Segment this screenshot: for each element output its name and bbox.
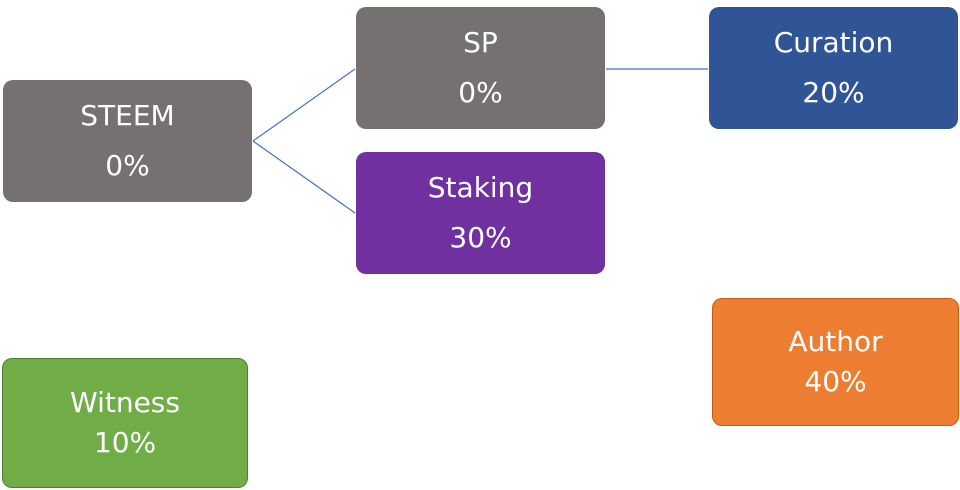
node-witness-value: 10% [93, 426, 157, 459]
node-curation-label: Curation [773, 26, 894, 59]
node-sp-value: 0% [458, 76, 503, 109]
edge-steem-sp [252, 68, 356, 142]
node-steem-value: 0% [105, 149, 150, 182]
node-author-value: 40% [804, 365, 867, 398]
node-sp: SP 0% [356, 7, 605, 129]
node-steem-label: STEEM [80, 99, 175, 132]
node-author-label: Author [788, 325, 883, 358]
node-curation: Curation 20% [709, 7, 958, 129]
node-author: Author 40% [712, 298, 959, 426]
node-staking-value: 30% [449, 221, 512, 254]
node-witness-label: Witness [70, 386, 180, 419]
node-staking-label: Staking [427, 171, 534, 204]
node-steem: STEEM 0% [3, 80, 252, 202]
node-witness: Witness 10% [2, 358, 248, 488]
node-curation-value: 20% [802, 76, 865, 109]
node-staking: Staking 30% [356, 152, 605, 274]
edge-steem-staking [252, 140, 356, 214]
node-sp-label: SP [463, 26, 498, 59]
